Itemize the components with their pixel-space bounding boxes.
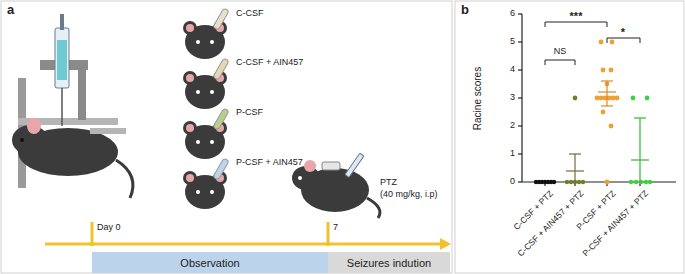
tick-label: 6 xyxy=(510,9,515,19)
panel-frame xyxy=(1,1,452,273)
significance-mark: * xyxy=(621,26,625,38)
annotation: Racine scores xyxy=(472,66,483,129)
timeline xyxy=(45,222,451,250)
tick-label: 0 xyxy=(510,177,515,187)
annotation: 7 xyxy=(333,223,338,233)
ptz-mouse xyxy=(292,153,380,218)
annotation: PTZ xyxy=(380,178,397,188)
category-label: P-CSF + AIN457 + PTZ xyxy=(581,189,650,258)
phase-label: Seizures indution xyxy=(347,257,431,269)
annotation: (40 mg/kg, i.p) xyxy=(380,190,438,200)
group-mice xyxy=(183,8,229,209)
data-points xyxy=(534,40,652,185)
tick-label: 4 xyxy=(510,65,515,75)
tick-label: 2 xyxy=(510,121,515,131)
annotation: P-CSF xyxy=(236,108,263,118)
significance-mark: *** xyxy=(570,10,583,22)
annotation: Day 0 xyxy=(97,223,121,233)
panel-letter: a xyxy=(7,3,14,17)
phase-label: Observation xyxy=(180,257,239,269)
tick-label: 1 xyxy=(510,149,515,159)
phase-band: Seizures indution xyxy=(328,252,450,273)
panel-letter: b xyxy=(461,3,469,17)
annotation: P-CSF + AIN457 xyxy=(236,158,303,168)
annotation: C-CSF xyxy=(236,9,264,19)
panel-frame xyxy=(455,1,684,273)
significance-mark: NS xyxy=(554,47,567,57)
phase-band: Observation xyxy=(92,252,328,273)
tick-label: 3 xyxy=(510,93,515,103)
annotation: C-CSF + AIN457 xyxy=(236,58,303,68)
chart-axes xyxy=(518,14,676,186)
significance-brackets xyxy=(545,22,640,65)
stereotaxic-illustration xyxy=(12,14,133,198)
tick-label: 5 xyxy=(510,37,515,47)
